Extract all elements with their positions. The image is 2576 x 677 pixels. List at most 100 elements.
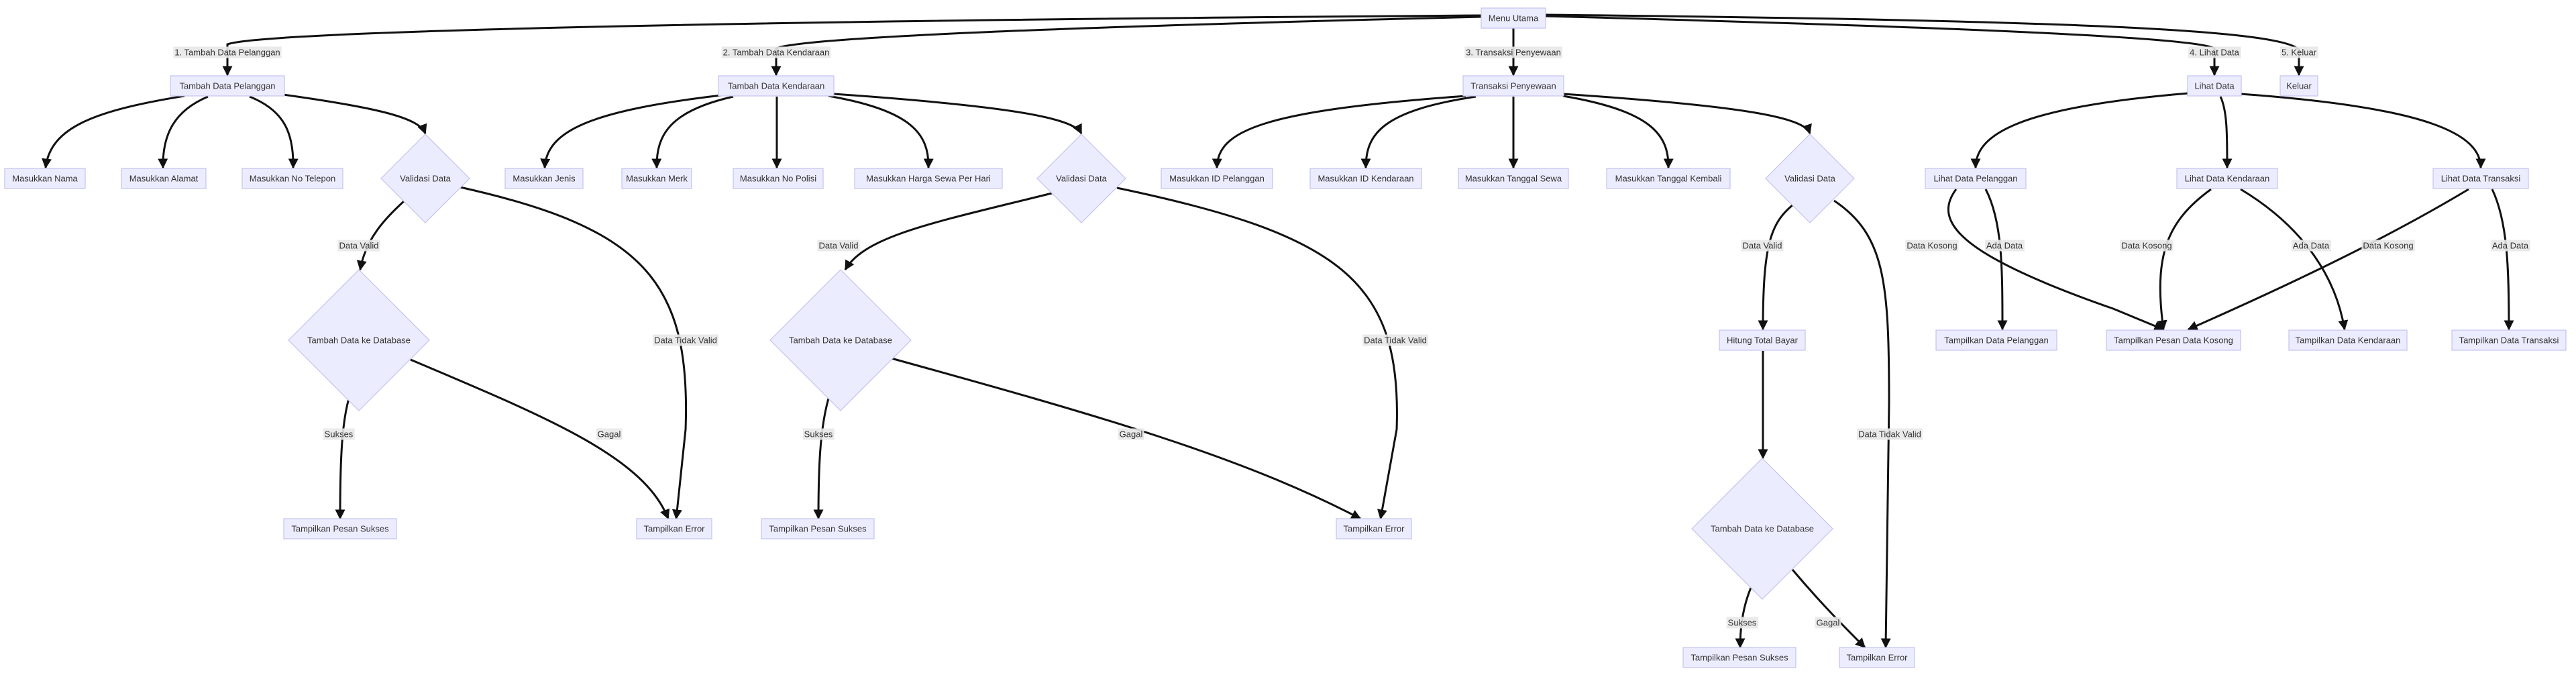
node-masukkan-id-kendaraan[interactable]: Masukkan ID Kendaraan: [1309, 168, 1422, 189]
node-tampilkan-pesan-sukses[interactable]: Tampilkan Pesan Sukses: [283, 518, 397, 539]
edge-label-text: Data Valid: [1742, 241, 1782, 251]
node-label: Tampilkan Data Pelanggan: [1944, 335, 2048, 346]
node-box: [1839, 647, 1915, 668]
node-tampilkan-pesan-sukses[interactable]: Tampilkan Pesan Sukses: [761, 518, 875, 539]
node-tampilkan-data-pelanggan[interactable]: Tampilkan Data Pelanggan: [1935, 329, 2057, 351]
edge-label-data-tidak-valid: Data Tidak Valid: [1362, 334, 1428, 346]
node-lihat-data[interactable]: Lihat Data: [2187, 75, 2242, 97]
node-tampilkan-pesan-data-kosong[interactable]: Tampilkan Pesan Data Kosong: [2106, 329, 2241, 351]
node-label: Tampilkan Pesan Sukses: [769, 524, 867, 534]
node-tampilkan-error[interactable]: Tampilkan Error: [1839, 647, 1915, 668]
node-tampilkan-data-kendaraan[interactable]: Tampilkan Data Kendaraan: [2288, 329, 2408, 351]
edge-label-data-valid: Data Valid: [817, 240, 860, 252]
node-masukkan-tanggal-kembali[interactable]: Masukkan Tanggal Kembali: [1606, 168, 1731, 189]
node-masukkan-merk[interactable]: Masukkan Merk: [621, 168, 692, 189]
decision-tambah-data-ke-database[interactable]: Tambah Data ke Database: [288, 269, 430, 411]
edge-tdk-mm-line: [651, 95, 734, 169]
decision-validasi-data[interactable]: Validasi Data: [380, 134, 470, 223]
edge-menu-ld: [1544, 15, 2220, 76]
node-menu-utama[interactable]: Menu Utama: [1481, 7, 1546, 29]
node-label: Tampilkan Data Transaksi: [2459, 335, 2559, 346]
edge-label-text: Data Tidak Valid: [1858, 429, 1921, 439]
decision-validasi-data[interactable]: Validasi Data: [1765, 134, 1855, 223]
node-label: Lihat Data Kendaraan: [2185, 174, 2269, 184]
decision-validasi-data[interactable]: Validasi Data: [1036, 134, 1126, 223]
node-masukkan-nama[interactable]: Masukkan Nama: [4, 168, 86, 189]
edge-tp-vd3: [1562, 93, 1812, 135]
edge-menu-tdp-line: [222, 14, 1483, 76]
node-tampilkan-pesan-sukses[interactable]: Tampilkan Pesan Sukses: [1682, 647, 1796, 668]
edge-label-data-kosong: Data Kosong: [2361, 240, 2415, 252]
edge-vd2-te2: [1116, 187, 1398, 520]
edge-label-background: [1464, 46, 1562, 58]
decision-label: Tambah Data ke Database: [1711, 524, 1814, 534]
node-masukkan-jenis[interactable]: Masukkan Jenis: [504, 168, 584, 189]
edge-label-background: [1726, 617, 1758, 629]
node-lihat-data-transaksi[interactable]: Lihat Data Transaksi: [2432, 168, 2529, 189]
edge-ldt-tdtr: [2491, 189, 2514, 331]
edge-label-background: [817, 240, 860, 252]
node-tampilkan-error[interactable]: Tampilkan Error: [1336, 518, 1412, 539]
node-masukkan-no-polisi[interactable]: Masukkan No Polisi: [733, 168, 824, 189]
edge-vd2-te2-line: [1116, 187, 1398, 520]
node-label: Masukkan Tanggal Sewa: [1465, 174, 1562, 184]
node-box: [761, 518, 875, 539]
decision-diamond: [1765, 134, 1855, 223]
decision-diamond: [380, 134, 470, 223]
edge-vd3-te3-line: [1833, 199, 1891, 649]
node-tambah-data-kendaraan[interactable]: Tambah Data Kendaraan: [718, 75, 835, 97]
edge-ld-ldp: [1970, 92, 2189, 169]
decision-label: Validasi Data: [1784, 174, 1835, 184]
edge-menu-kel: [1544, 13, 2304, 76]
edge-label-3-transaksi-penyewaan: 3. Transaksi Penyewaan: [1464, 46, 1562, 58]
node-masukkan-alamat[interactable]: Masukkan Alamat: [121, 168, 207, 189]
node-box: [2451, 329, 2567, 351]
decision-label: Validasi Data: [1056, 174, 1107, 184]
node-hitung-total-bayar[interactable]: Hitung Total Bayar: [1719, 329, 1806, 351]
edge-label-background: [1362, 334, 1428, 346]
edge-label-sukses: Sukses: [323, 428, 355, 440]
edge-label-text: Data Tidak Valid: [1364, 335, 1427, 346]
node-tampilkan-data-transaksi[interactable]: Tampilkan Data Transaksi: [2451, 329, 2567, 351]
decision-diamond: [769, 269, 912, 411]
node-lihat-data-pelanggan[interactable]: Lihat Data Pelanggan: [1925, 168, 2027, 189]
node-masukkan-tanggal-sewa[interactable]: Masukkan Tanggal Sewa: [1458, 168, 1569, 189]
node-label: Masukkan Nama: [12, 174, 78, 184]
node-masukkan-harga-sewa-per-hari[interactable]: Masukkan Harga Sewa Per Hari: [854, 168, 1003, 189]
node-transaksi-penyewaan[interactable]: Transaksi Penyewaan: [1462, 75, 1564, 97]
node-masukkan-id-pelanggan[interactable]: Masukkan ID Pelanggan: [1161, 168, 1273, 189]
edge-label-text: Gagal: [598, 429, 621, 439]
edge-menu-tdp: [222, 14, 1483, 76]
node-label: Masukkan ID Kendaraan: [1318, 174, 1413, 184]
edge-label-2-tambah-data-kendaraan: 2. Tambah Data Kendaraan: [721, 46, 831, 58]
edge-label-background: [653, 334, 718, 346]
edge-ldp-tpk: [1947, 189, 2165, 331]
decision-tambah-data-ke-database[interactable]: Tambah Data ke Database: [1691, 458, 1833, 600]
node-label: Masukkan Merk: [626, 174, 688, 184]
edge-label-text: Sukses: [1728, 618, 1757, 628]
edge-tdp-ma-line: [158, 95, 209, 169]
edge-ldk-tpk: [2157, 188, 2212, 331]
edge-label-background: [2120, 240, 2174, 252]
node-tampilkan-error[interactable]: Tampilkan Error: [636, 518, 712, 539]
node-label: Masukkan Tanggal Kembali: [1615, 174, 1722, 184]
node-box: [1719, 329, 1806, 351]
edge-menu-tdk-line: [771, 15, 1483, 76]
node-label: Tampilkan Pesan Data Kosong: [2114, 335, 2233, 346]
edge-tdk-mm: [651, 95, 734, 169]
node-box: [1682, 647, 1796, 668]
edge-vd2-tdb2-line: [844, 190, 1061, 271]
edge-menu-ld-line: [1544, 15, 2220, 76]
decision-tambah-data-ke-database[interactable]: Tambah Data ke Database: [769, 269, 912, 411]
node-lihat-data-kendaraan[interactable]: Lihat Data Kendaraan: [2176, 168, 2278, 189]
edge-label-text: Data Tidak Valid: [654, 335, 717, 346]
edge-vd1-te1-line: [460, 186, 688, 520]
decision-diamond: [1036, 134, 1126, 223]
edge-label-text: Data Kosong: [2121, 241, 2171, 251]
node-keluar[interactable]: Keluar: [2279, 75, 2318, 97]
node-tambah-data-pelanggan[interactable]: Tambah Data Pelanggan: [170, 75, 285, 97]
node-masukkan-no-telepon[interactable]: Masukkan No Telepon: [241, 168, 343, 189]
edge-label-sukses: Sukses: [802, 428, 835, 440]
